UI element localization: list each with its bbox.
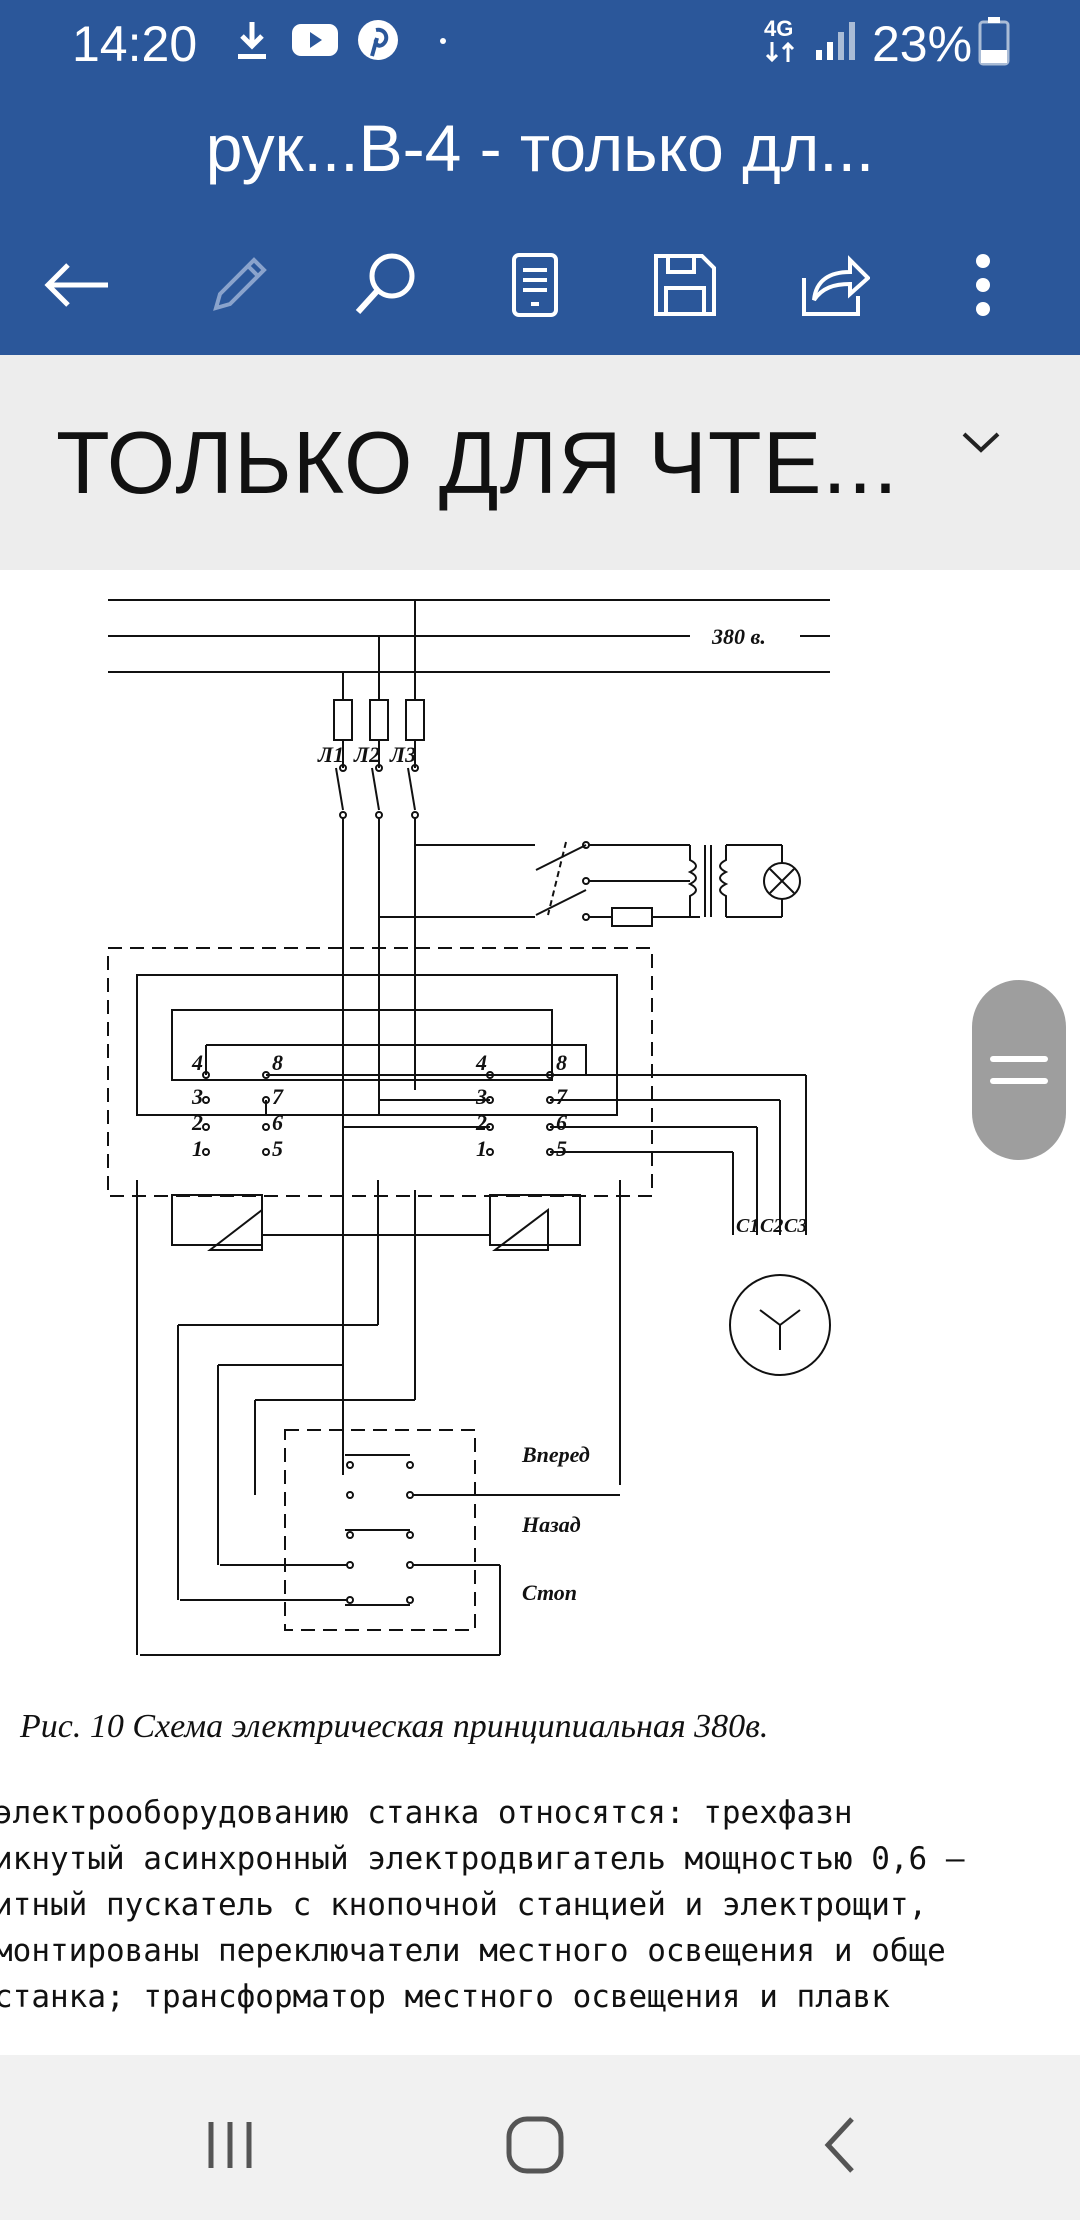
- reading-view-icon: [512, 253, 558, 317]
- svg-text:1: 1: [192, 1136, 203, 1161]
- svg-text:5: 5: [272, 1136, 283, 1161]
- phase-label-l3: Л3: [389, 742, 416, 767]
- download-icon: [238, 22, 266, 59]
- svg-text:2: 2: [191, 1110, 203, 1135]
- signal-icon: [816, 22, 855, 60]
- svg-text:1: 1: [476, 1136, 487, 1161]
- more-icon: [976, 254, 990, 316]
- body-line: электрооборудованию станка относятся: тр…: [0, 1795, 853, 1831]
- pinterest-icon: [358, 20, 398, 60]
- svg-text:6: 6: [272, 1110, 283, 1135]
- recent-apps-icon: [208, 2122, 252, 2168]
- data-arrows-icon: [765, 41, 795, 63]
- svg-text:С3: С3: [784, 1215, 807, 1237]
- home-icon: [506, 2116, 564, 2174]
- svg-text:5: 5: [556, 1136, 567, 1161]
- svg-text:2: 2: [475, 1110, 487, 1135]
- electrical-schematic: 380 в. Л1 Л2 Л3 4 3 2 1 8 7 6 5 4 3 2 1 …: [107, 599, 831, 1656]
- voltage-label: 380 в.: [711, 624, 766, 649]
- recent-apps-button[interactable]: [180, 2095, 280, 2195]
- back-arrow-icon: [44, 263, 108, 307]
- back-icon: [824, 2117, 854, 2173]
- svg-text:8: 8: [556, 1050, 567, 1075]
- body-line: итный пускатель с кнопочной станцией и э…: [0, 1887, 928, 1923]
- phase-label-l1: Л1: [317, 742, 344, 767]
- battery-percent: 23%: [872, 16, 973, 72]
- status-time: 14:20: [72, 16, 198, 72]
- chevron-down-icon[interactable]: [960, 428, 1002, 456]
- edit-button[interactable]: [194, 240, 284, 330]
- svg-text:7: 7: [556, 1084, 568, 1109]
- figure-caption: Рис. 10 Схема электрическая принципиальн…: [20, 1708, 769, 1745]
- battery-icon: [978, 17, 1010, 66]
- button-label-forward: Вперед: [521, 1442, 590, 1467]
- svg-text:4: 4: [191, 1050, 203, 1075]
- svg-text:4: 4: [475, 1050, 487, 1075]
- body-line: монтированы переключатели местного освещ…: [0, 1933, 946, 1969]
- search-icon: [355, 253, 415, 315]
- svg-text:С2: С2: [760, 1215, 783, 1237]
- more-button[interactable]: [938, 240, 1028, 330]
- save-icon: [654, 254, 716, 316]
- back-nav-button[interactable]: [790, 2095, 890, 2195]
- scroll-handle[interactable]: [972, 980, 1066, 1160]
- edit-pencil-icon: [213, 257, 267, 311]
- svg-text:3: 3: [475, 1084, 487, 1109]
- phase-label-l2: Л2: [353, 742, 380, 767]
- system-nav-bar: [0, 2055, 1080, 2220]
- network-type: 4G: [764, 16, 794, 41]
- back-button[interactable]: [32, 240, 122, 330]
- dot-icon: [440, 38, 446, 44]
- reading-view-button[interactable]: [490, 240, 580, 330]
- document-content[interactable]: 380 в. Л1 Л2 Л3 4 3 2 1 8 7 6 5 4 3 2 1 …: [0, 570, 1080, 2055]
- body-line: станка; трансформатор местного освещения…: [0, 1979, 890, 2015]
- youtube-icon: [292, 24, 338, 56]
- svg-text:8: 8: [272, 1050, 283, 1075]
- svg-text:7: 7: [272, 1084, 284, 1109]
- search-button[interactable]: [340, 240, 430, 330]
- button-label-stop: Стоп: [522, 1580, 577, 1605]
- home-button[interactable]: [485, 2095, 585, 2195]
- svg-text:С1: С1: [736, 1215, 759, 1237]
- app-header: 14:20 4G 23% рук...В-4 - только дл...: [0, 0, 1080, 355]
- read-only-label: ТОЛЬКО ДЛЯ ЧТЕ...: [56, 413, 899, 512]
- body-line: икнутый асинхронный электродвигатель мощ…: [0, 1841, 965, 1877]
- document-title: рук...В-4 - только дл...: [205, 111, 875, 185]
- share-icon: [802, 255, 870, 316]
- save-button[interactable]: [640, 240, 730, 330]
- svg-text:6: 6: [556, 1110, 567, 1135]
- share-button[interactable]: [790, 240, 880, 330]
- svg-text:3: 3: [191, 1084, 203, 1109]
- read-only-banner[interactable]: ТОЛЬКО ДЛЯ ЧТЕ...: [0, 355, 1080, 570]
- button-label-reverse: Назад: [521, 1512, 581, 1537]
- body-paragraph: электрооборудованию станка относятся: тр…: [0, 1790, 1080, 2020]
